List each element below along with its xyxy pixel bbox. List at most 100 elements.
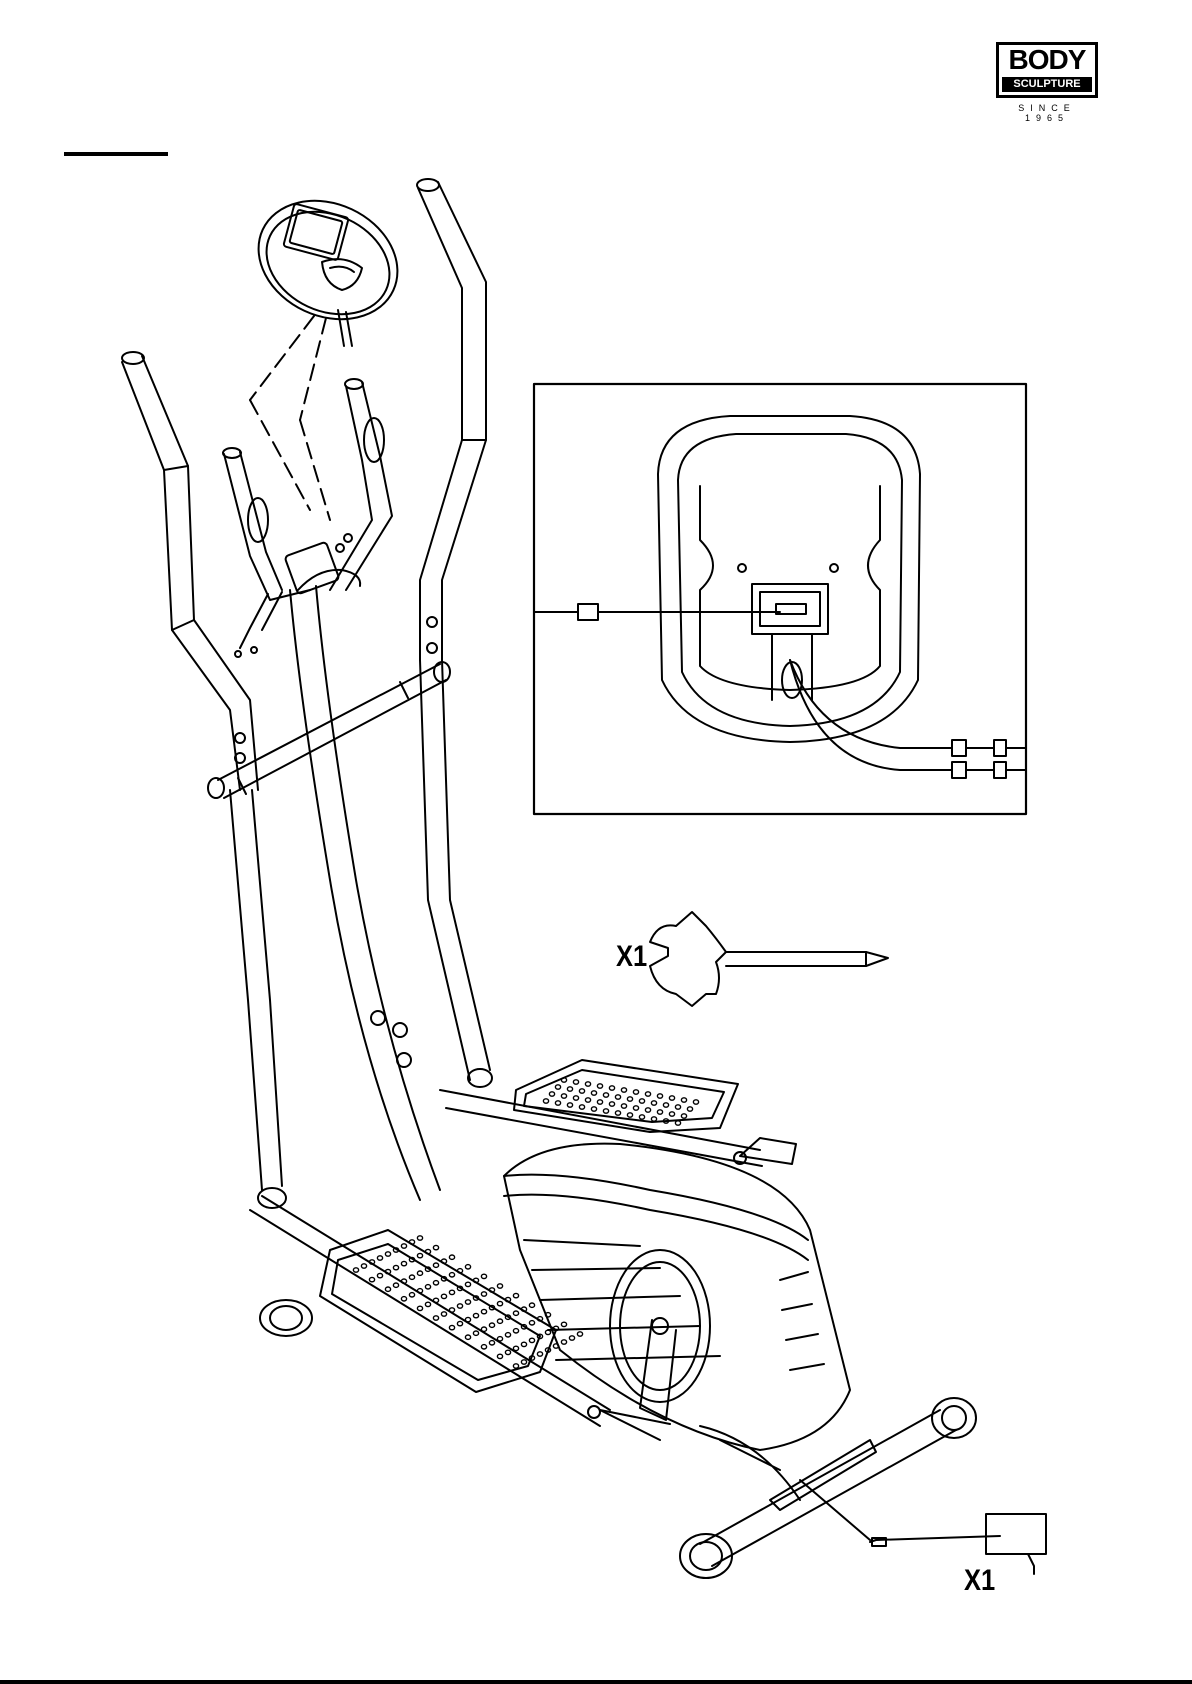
pedal-hole <box>393 1265 398 1269</box>
pedal-hole <box>513 1311 518 1315</box>
crossbars <box>208 662 450 798</box>
pedal-hole <box>569 1336 574 1340</box>
left-handlebar <box>122 352 258 790</box>
pedal-hole <box>417 1253 422 1257</box>
pedal-hole <box>609 1086 614 1090</box>
pedal-hole <box>473 1331 478 1335</box>
pedal-hole <box>433 1263 438 1267</box>
pedal-hole <box>579 1105 584 1109</box>
pedal-hole <box>639 1115 644 1119</box>
pedal-hole <box>401 1244 406 1248</box>
pedal-hole <box>529 1303 534 1307</box>
front-stabilizer <box>680 1398 976 1578</box>
pedal-hole <box>361 1264 366 1268</box>
pedal-hole <box>657 1110 662 1114</box>
pedal-hole <box>385 1287 390 1291</box>
pedal-hole <box>603 1093 608 1097</box>
pedal-hole <box>639 1099 644 1103</box>
pedal-hole <box>633 1090 638 1094</box>
pedal-hole <box>433 1245 438 1249</box>
pedal-hole <box>441 1312 446 1316</box>
pedal-hole <box>651 1117 656 1121</box>
pedal-hole <box>561 1340 566 1344</box>
pedal-hole <box>687 1107 692 1111</box>
pedal-hole <box>543 1099 548 1103</box>
page-bottom-rule <box>0 1680 1192 1684</box>
pedal-hole <box>693 1100 698 1104</box>
pedal-hole <box>615 1095 620 1099</box>
pedal-hole <box>573 1096 578 1100</box>
pedal-hole <box>465 1282 470 1286</box>
pedal-hole <box>549 1092 554 1096</box>
pedal-hole <box>681 1098 686 1102</box>
pedal-hole <box>663 1103 668 1107</box>
pedal-hole <box>481 1309 486 1313</box>
pedal-hole <box>393 1283 398 1287</box>
pedal-hole <box>585 1082 590 1086</box>
pedal-hole <box>603 1109 608 1113</box>
pedal-hole <box>567 1087 572 1091</box>
console-back-inset <box>534 384 1026 814</box>
pedal-hole <box>633 1106 638 1110</box>
pedal-hole <box>481 1292 486 1296</box>
pedal-hole <box>481 1345 486 1349</box>
pedal-hole <box>627 1097 632 1101</box>
pedal-hole <box>561 1078 566 1082</box>
pedal-hole <box>585 1098 590 1102</box>
pedal-hole <box>497 1354 502 1358</box>
lower-arms <box>230 660 492 1208</box>
pedal-rails <box>250 1090 796 1440</box>
pedal-hole <box>425 1285 430 1289</box>
pedal-hole <box>473 1313 478 1317</box>
pedal-hole <box>651 1101 656 1105</box>
pedal-hole <box>489 1323 494 1327</box>
pedal-hole <box>417 1271 422 1275</box>
pedal-hole <box>573 1080 578 1084</box>
pedal-hole <box>497 1301 502 1305</box>
pedal-hole <box>669 1096 674 1100</box>
pedal-hole <box>465 1335 470 1339</box>
pedal-hole <box>465 1300 470 1304</box>
pulse-grip-handlebar <box>223 379 392 657</box>
pedal-hole <box>591 1091 596 1095</box>
pedal-hole <box>449 1290 454 1294</box>
pedal-hole <box>417 1306 422 1310</box>
pedal-hole <box>657 1094 662 1098</box>
pedal-hole <box>353 1268 358 1272</box>
pedal-hole <box>529 1321 534 1325</box>
pedal-hole <box>567 1103 572 1107</box>
pedal-hole <box>497 1284 502 1288</box>
pedal-hole <box>465 1265 470 1269</box>
pedal-hole <box>529 1338 534 1342</box>
pedal-hole <box>433 1281 438 1285</box>
pedal-hole <box>645 1092 650 1096</box>
pedal-hole <box>417 1236 422 1240</box>
pedal-hole <box>597 1084 602 1088</box>
pedal-hole <box>561 1322 566 1326</box>
adapter-quantity-label: X1 <box>964 1564 995 1598</box>
pedal-hole <box>369 1277 374 1281</box>
pedal-hole <box>591 1107 596 1111</box>
right-pedal <box>514 1060 738 1132</box>
pedal-hole <box>409 1275 414 1279</box>
pedal-hole <box>669 1112 674 1116</box>
pedal-hole <box>385 1252 390 1256</box>
pedal-hole <box>621 1088 626 1092</box>
power-adapter <box>800 1480 1046 1574</box>
pedal-hole <box>489 1341 494 1345</box>
pedal-hole <box>449 1255 454 1259</box>
pedal-hole <box>579 1089 584 1093</box>
pedal-hole <box>537 1352 542 1356</box>
pedal-hole <box>449 1273 454 1277</box>
pedal-hole <box>441 1294 446 1298</box>
pedal-hole <box>597 1100 602 1104</box>
pedal-hole <box>505 1333 510 1337</box>
pedal-hole <box>457 1321 462 1325</box>
pedal-hole <box>513 1293 518 1297</box>
pedal-hole <box>409 1293 414 1297</box>
pedal-hole <box>457 1304 462 1308</box>
pedal-hole <box>409 1240 414 1244</box>
flywheel-housing <box>504 1144 850 1500</box>
